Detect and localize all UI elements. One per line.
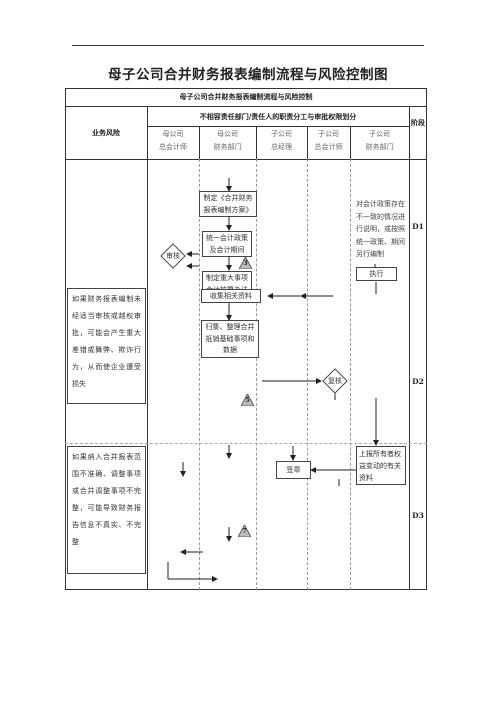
decision-review-label: 审核 (166, 252, 180, 260)
risk-description: 如果财务报表编制未经适当审核或越权审批，可能会产生重大差错或舞弊、欺诈行为，从而… (67, 288, 146, 404)
role-header-divider (350, 126, 351, 159)
swimlane-divider (307, 159, 308, 590)
stage-label: D3 (412, 511, 424, 520)
stage-label: D1 (412, 222, 424, 231)
role-header-divider (199, 126, 200, 159)
role-line2: 财务部门 (365, 143, 394, 151)
risk-description: 如果纳入合并报表范围不准确、调整事项或合并调整事项不完整，可能导致财务报告信息不… (67, 446, 146, 574)
swimlane-divider (199, 159, 200, 590)
role-header-divider (256, 126, 257, 159)
flow-table (65, 88, 427, 590)
header-roles: 不相容责任部门/责任人的职责分工与审批权限划分 (199, 112, 357, 121)
header-divider-1 (65, 106, 427, 107)
triangle-icon (238, 525, 251, 537)
control-number: 3 (243, 260, 248, 267)
role-header: 母公司 总会计师 (147, 129, 199, 152)
note-equity-changes[interactable]: 上报所有者权益变动的有关资料 (356, 446, 406, 485)
role-line2: 总经理 (271, 143, 292, 151)
control-number: 5 (245, 397, 250, 404)
role-header-divider (307, 126, 308, 159)
role-header: 子公司 财务部门 (350, 129, 409, 152)
top-rule (72, 45, 424, 46)
risk-column-border (147, 106, 148, 590)
stage-column-border (409, 106, 410, 590)
process-step-unify-policy[interactable]: 统一会计政策及会计期间 (202, 231, 252, 257)
header-risk: 业务风险 (92, 128, 120, 137)
decision-recheck-label: 复核 (328, 377, 342, 385)
control-point-3: 3 (239, 257, 252, 269)
process-step-execute[interactable]: 执行 (356, 267, 397, 281)
role-line2: 总会计师 (159, 143, 187, 151)
process-step-plan[interactable]: 制定《合并财务报表编制方案》 (199, 191, 257, 217)
role-line2: 总会计师 (314, 143, 343, 151)
triangle-icon (239, 257, 252, 269)
header-divider-2 (147, 126, 409, 127)
role-line1: 子公司 (271, 130, 292, 138)
swimlane-divider (256, 159, 257, 590)
process-step-consolidate-data[interactable]: 归集、整理合并抵销基础事项和数据 (201, 320, 259, 358)
role-header: 母公司 财务部门 (199, 129, 256, 152)
swimlane-divider (350, 159, 351, 590)
stage-separator (65, 443, 427, 444)
role-header: 子公司 总经理 (256, 129, 307, 152)
header-stage: 阶段 (411, 118, 425, 127)
process-step-sign[interactable]: 签章 (276, 461, 311, 479)
role-line1: 母公司 (162, 130, 184, 138)
stage-label: D2 (412, 377, 424, 386)
decision-recheck[interactable]: 复核 (322, 368, 348, 394)
role-line1: 母公司 (217, 130, 238, 138)
role-header: 子公司 总会计师 (307, 129, 350, 152)
header-divider-3 (65, 159, 427, 160)
role-line2: 财务部门 (213, 143, 242, 151)
table-title: 母子公司合并财务报表编制流程与风险控制 (179, 92, 313, 101)
control-point-7: 7 (238, 525, 251, 537)
role-line1: 子公司 (318, 130, 339, 138)
role-line1: 子公司 (369, 130, 390, 138)
page-title: 母子公司合并财务报表编制流程与风险控制图 (108, 67, 388, 83)
control-point-5: 5 (241, 394, 254, 406)
note-policy-inconsistency: 对会计政策存在不一致的情况进行说明，或按照统一政策、期间另行编制 (356, 200, 405, 258)
decision-review[interactable]: 审核 (160, 243, 186, 269)
process-step-collect[interactable]: 收集相关资料 (201, 289, 261, 303)
control-number: 7 (242, 528, 247, 535)
triangle-icon (241, 394, 254, 406)
